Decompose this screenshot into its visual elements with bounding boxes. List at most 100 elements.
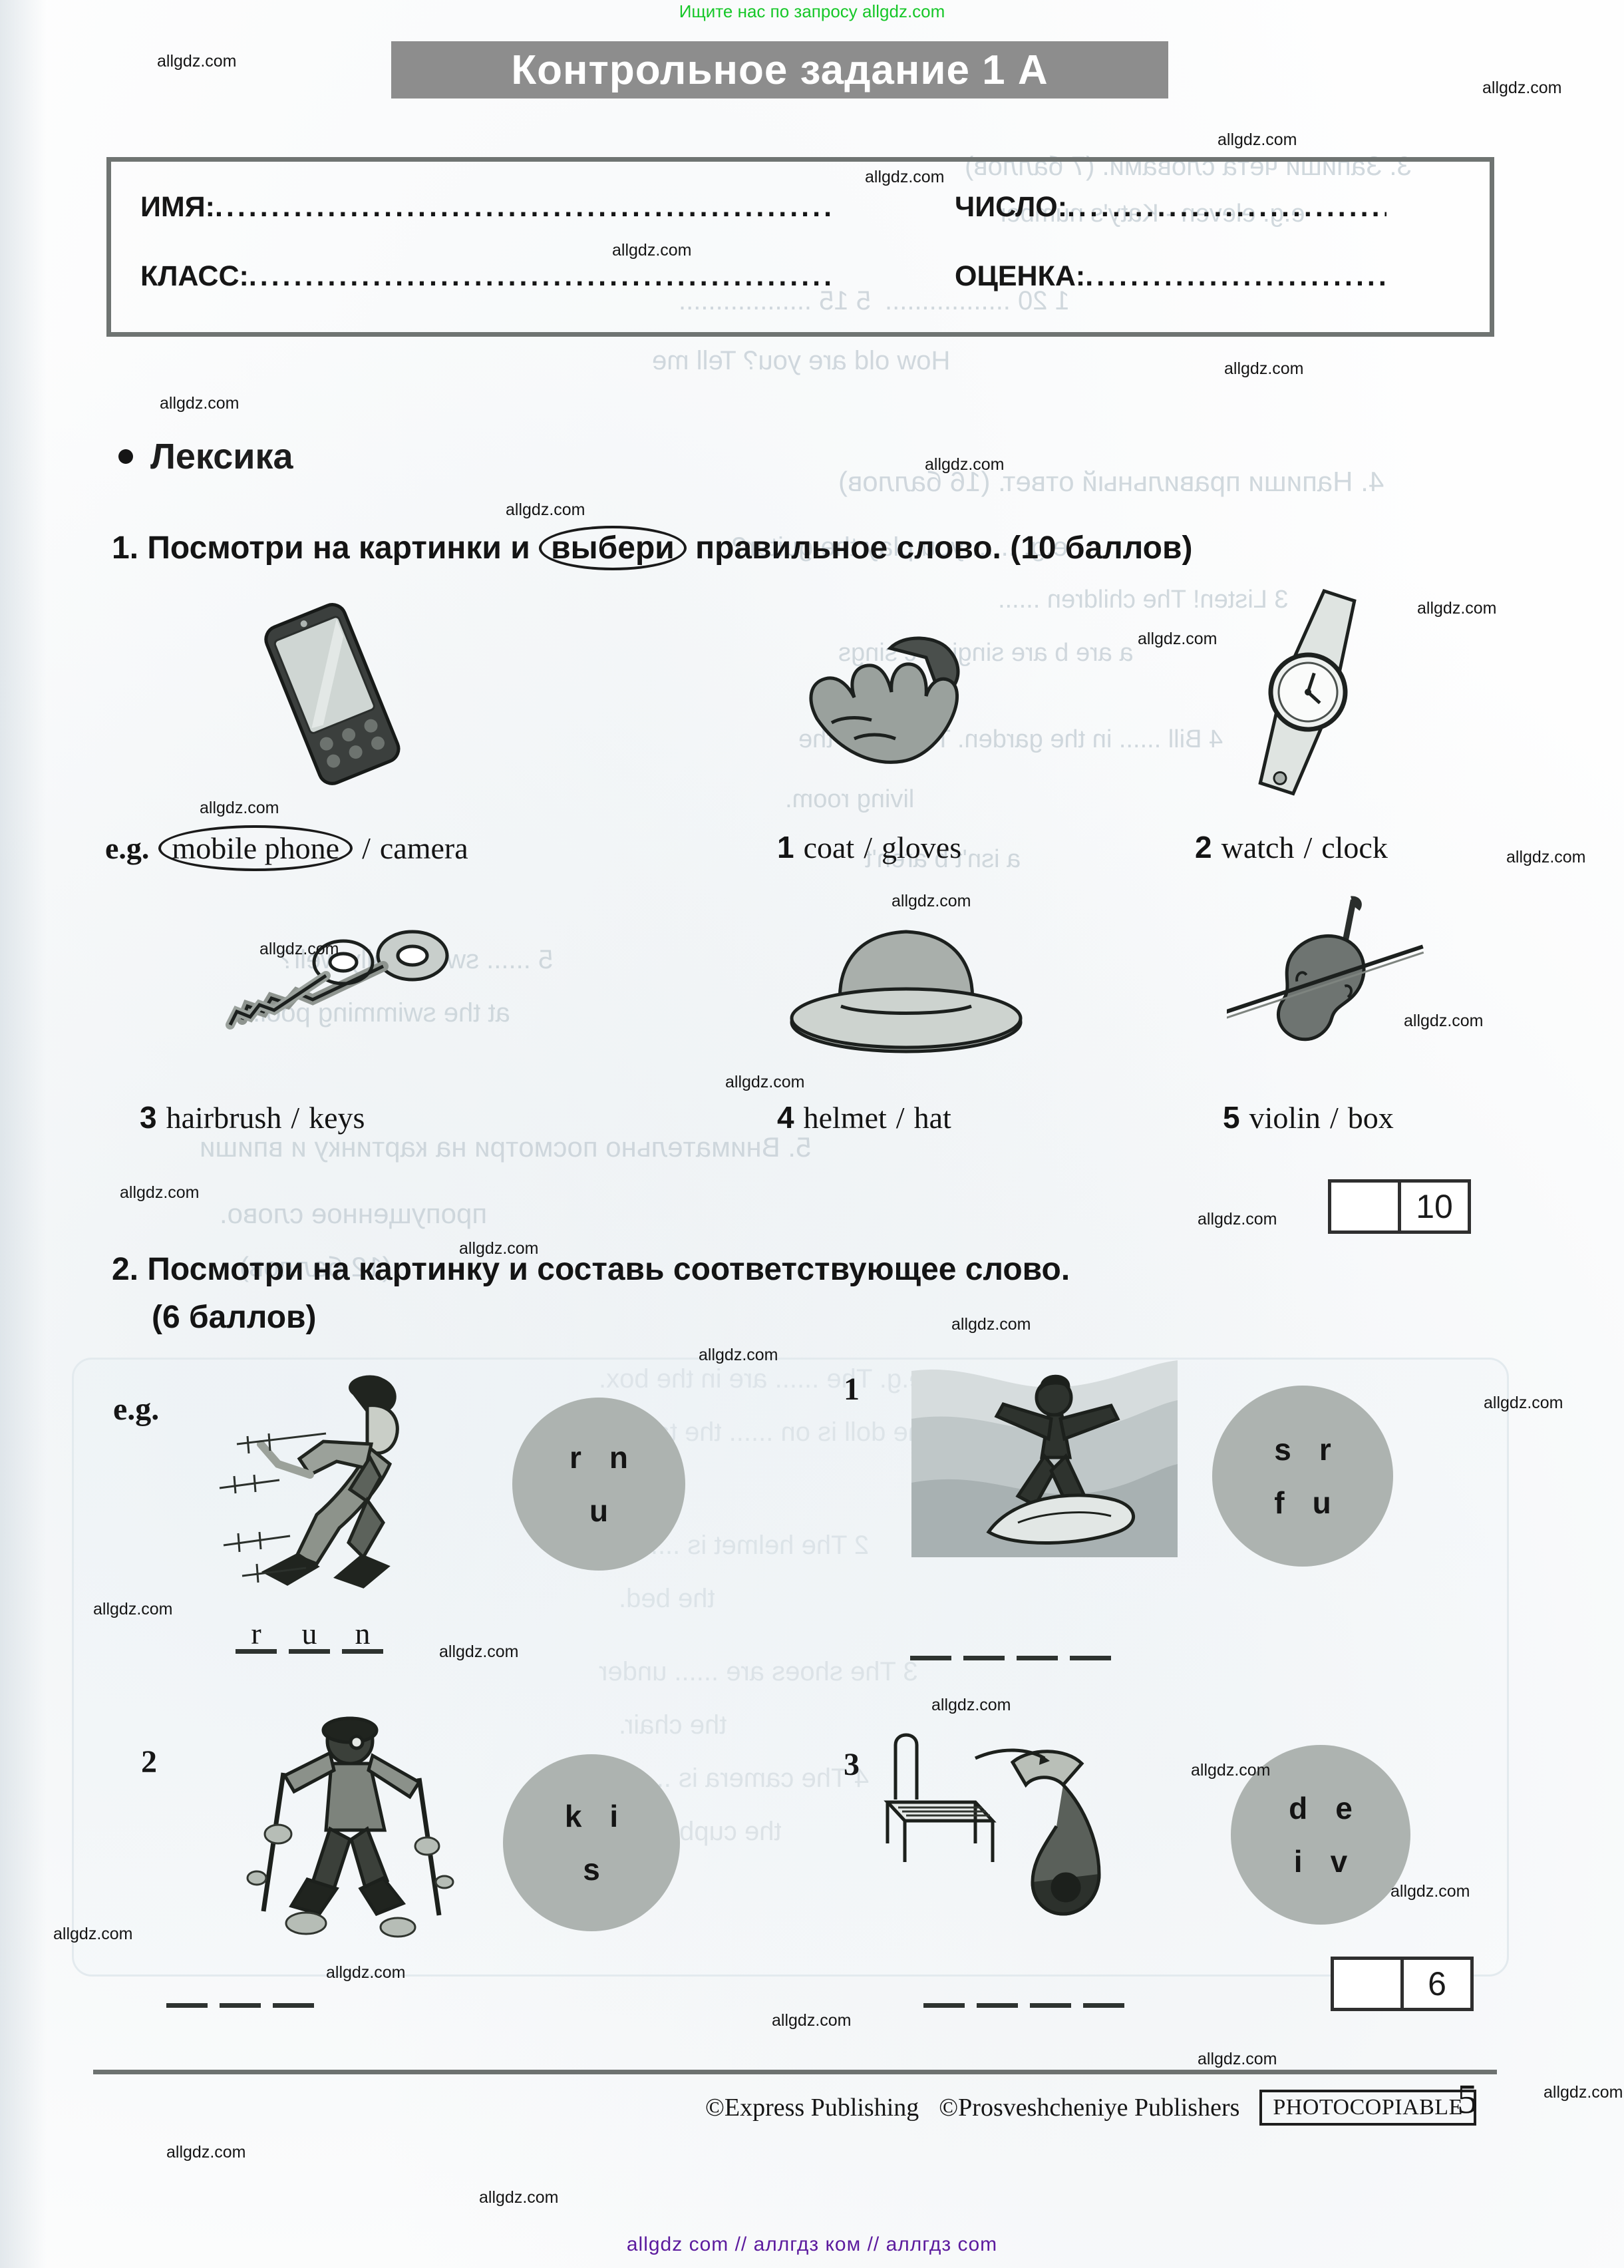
task1-score-box[interactable]: 10 (1328, 1179, 1471, 1234)
watermark-text: allgdz.com (160, 394, 240, 413)
task2-item-0-answer-slot-1[interactable]: u (289, 1610, 330, 1654)
date-dotted-line[interactable]: .............................. (1067, 191, 1387, 223)
task1-item-0-option-second[interactable]: camera (379, 831, 468, 865)
watermark-text: allgdz.com (1482, 79, 1562, 97)
task2-item-1-answer-slot-0[interactable] (910, 1617, 951, 1660)
publisher-express: ©Express Publishing (705, 2094, 919, 2122)
task1-item-5-separator: / (1329, 1100, 1339, 1135)
task1-item-4-label[interactable]: 4 helmet / hat (777, 1099, 951, 1135)
task2-item-1-letter-0: s (1274, 1432, 1291, 1467)
task2-item-1-answer-slot-2[interactable] (1017, 1617, 1058, 1660)
task2-item-0-letter-2: u (589, 1493, 609, 1528)
watermark-text: allgdz.com (1218, 130, 1297, 149)
footer-credits: ©Express Publishing ©Prosveshcheniye Pub… (705, 2090, 1476, 2126)
task1-number: 1. (112, 530, 139, 566)
task1-item-0-option-first[interactable]: mobile phone (158, 825, 353, 871)
bleed-through-text: 5. Внимaтeльнo пocмoтри нa кapтинку и вп… (200, 1131, 812, 1163)
class-field-row[interactable]: КЛАСС: .................................… (140, 260, 925, 293)
task2-item-3-answer-slot-0[interactable] (923, 1965, 965, 2008)
photocopiable-badge: PHOTOCOPIABLE (1259, 2090, 1476, 2126)
task1-item-1-option-first[interactable]: coat (803, 830, 855, 864)
task2-score-box[interactable]: 6 (1331, 1957, 1474, 2011)
bullet-icon (118, 449, 133, 464)
watermark-text: allgdz.com (725, 1073, 805, 1091)
task2-item-2-answer-slot-1[interactable] (220, 1965, 261, 2008)
task1-item-5-number: 5 (1223, 1100, 1240, 1135)
running-boy-icon (200, 1364, 466, 1591)
task2-item-2-letter-1: i (609, 1799, 619, 1833)
task1-item-2-label[interactable]: 2 watch / clock (1195, 829, 1388, 865)
task1-item-1-label[interactable]: 1 coat / gloves (777, 829, 961, 865)
task2-item-2-answer-slot-2[interactable] (273, 1965, 314, 2008)
task1-item-2-number: 2 (1195, 830, 1212, 864)
task1-item-1-option-second[interactable]: gloves (882, 830, 962, 864)
task1-item-3-label[interactable]: 3 hairbrush / keys (140, 1099, 365, 1135)
task1-item-5-option-first[interactable]: violin (1249, 1100, 1321, 1135)
bleed-through-text: 4. Haпиши прaвильный oтвeт. (16 бaллoв) (838, 466, 1384, 497)
mobile-phone-icon (234, 592, 427, 799)
task1-text-before: Посмотри на картинки и (147, 530, 530, 566)
task1-score-max: 10 (1416, 1188, 1453, 1225)
task1-item-2-separator: / (1303, 830, 1313, 864)
task2-item-0-number: e.g. (113, 1392, 160, 1427)
diving-board-icon (876, 1684, 1155, 1937)
task1-item-3-separator: / (291, 1100, 300, 1135)
task2-item-2-letter-2: s (583, 1852, 600, 1887)
skiing-person-icon (220, 1704, 472, 1943)
date-field-row[interactable]: ЧИСЛО: .............................. (955, 191, 1480, 224)
class-dotted-line[interactable]: ........................................… (248, 260, 834, 292)
task1-circled-word: выбери (539, 526, 687, 570)
task2-number: 2. (112, 1252, 139, 1287)
page-number: 5 (1457, 2077, 1478, 2122)
task2-item-2-letter-0: k (564, 1799, 582, 1833)
violin-icon (1227, 892, 1426, 1071)
grade-field-row[interactable]: ОЦЕНКА: ............................ (955, 260, 1480, 293)
watermark-text: allgdz.com (892, 892, 971, 910)
task1-item-0-number: e.g. (105, 831, 150, 865)
task2-item-3-letter-1: e (1335, 1791, 1353, 1825)
task1-item-2-option-second[interactable]: clock (1321, 830, 1388, 864)
task1-item-4-option-first[interactable]: helmet (803, 1100, 887, 1135)
task1-item-4-number: 4 (777, 1100, 794, 1135)
task1-item-0-label[interactable]: e.g. mobile phone / camera (105, 825, 468, 871)
class-label: КЛАСС: (140, 260, 249, 292)
task1-item-2-option-first[interactable]: watch (1221, 830, 1295, 864)
gloves-icon (793, 619, 1013, 792)
grade-dotted-line[interactable]: ............................ (1085, 260, 1392, 292)
student-info-box: ИМЯ: ...................................… (106, 157, 1494, 337)
section-heading-label: Лексика (150, 437, 293, 476)
task1-item-3-option-first[interactable]: hairbrush (166, 1100, 282, 1135)
watch-icon (1215, 586, 1401, 799)
watermark-text: allgdz.com (1506, 848, 1586, 866)
task2-item-0-answer-slot-2[interactable]: n (342, 1610, 383, 1654)
name-field-row[interactable]: ИМЯ: ...................................… (140, 191, 925, 224)
task2-item-2-answer-slot-0[interactable] (166, 1965, 208, 2008)
task2-item-1-answer-slot-1[interactable] (963, 1617, 1005, 1660)
task2-heading-line2: (6 баллов) (152, 1300, 317, 1335)
task2-item-0-answer-slot-0[interactable]: r (236, 1610, 277, 1654)
task1-score-input[interactable] (1331, 1183, 1401, 1230)
task2-item-2-letter-circle: k i s (503, 1754, 680, 1931)
task2-item-3-number: 3 (844, 1747, 860, 1782)
task2-item-0-answer-blanks[interactable]: r u n (236, 1610, 383, 1654)
task1-item-4-option-second[interactable]: hat (913, 1100, 951, 1135)
surfing-boy-icon (911, 1358, 1178, 1571)
task2-item-1-letter-2: f (1274, 1485, 1285, 1520)
task1-item-5-label[interactable]: 5 violin / box (1223, 1099, 1394, 1135)
footer-divider (93, 2070, 1497, 2074)
task2-item-1-answer-slot-3[interactable] (1070, 1617, 1111, 1660)
task2-item-3-answer-slot-3[interactable] (1083, 1965, 1124, 2008)
top-watermark-banner: Ищите нас по запросу allgdz.com (679, 1, 945, 21)
task2-item-1-answer-blanks[interactable] (910, 1617, 1111, 1660)
task2-item-3-answer-slot-2[interactable] (1030, 1965, 1071, 2008)
task2-item-2-number: 2 (141, 1744, 157, 1780)
task2-item-3-answer-blanks[interactable] (923, 1965, 1124, 2008)
task2-score-input[interactable] (1334, 1960, 1404, 2008)
task2-item-3-answer-slot-1[interactable] (977, 1965, 1018, 2008)
task1-item-3-option-second[interactable]: keys (309, 1100, 365, 1135)
task1-item-5-option-second[interactable]: box (1347, 1100, 1394, 1135)
task2-item-2-answer-blanks[interactable] (166, 1965, 314, 2008)
watermark-text: allgdz.com (157, 52, 237, 71)
name-dotted-line[interactable]: ........................................… (214, 191, 834, 223)
